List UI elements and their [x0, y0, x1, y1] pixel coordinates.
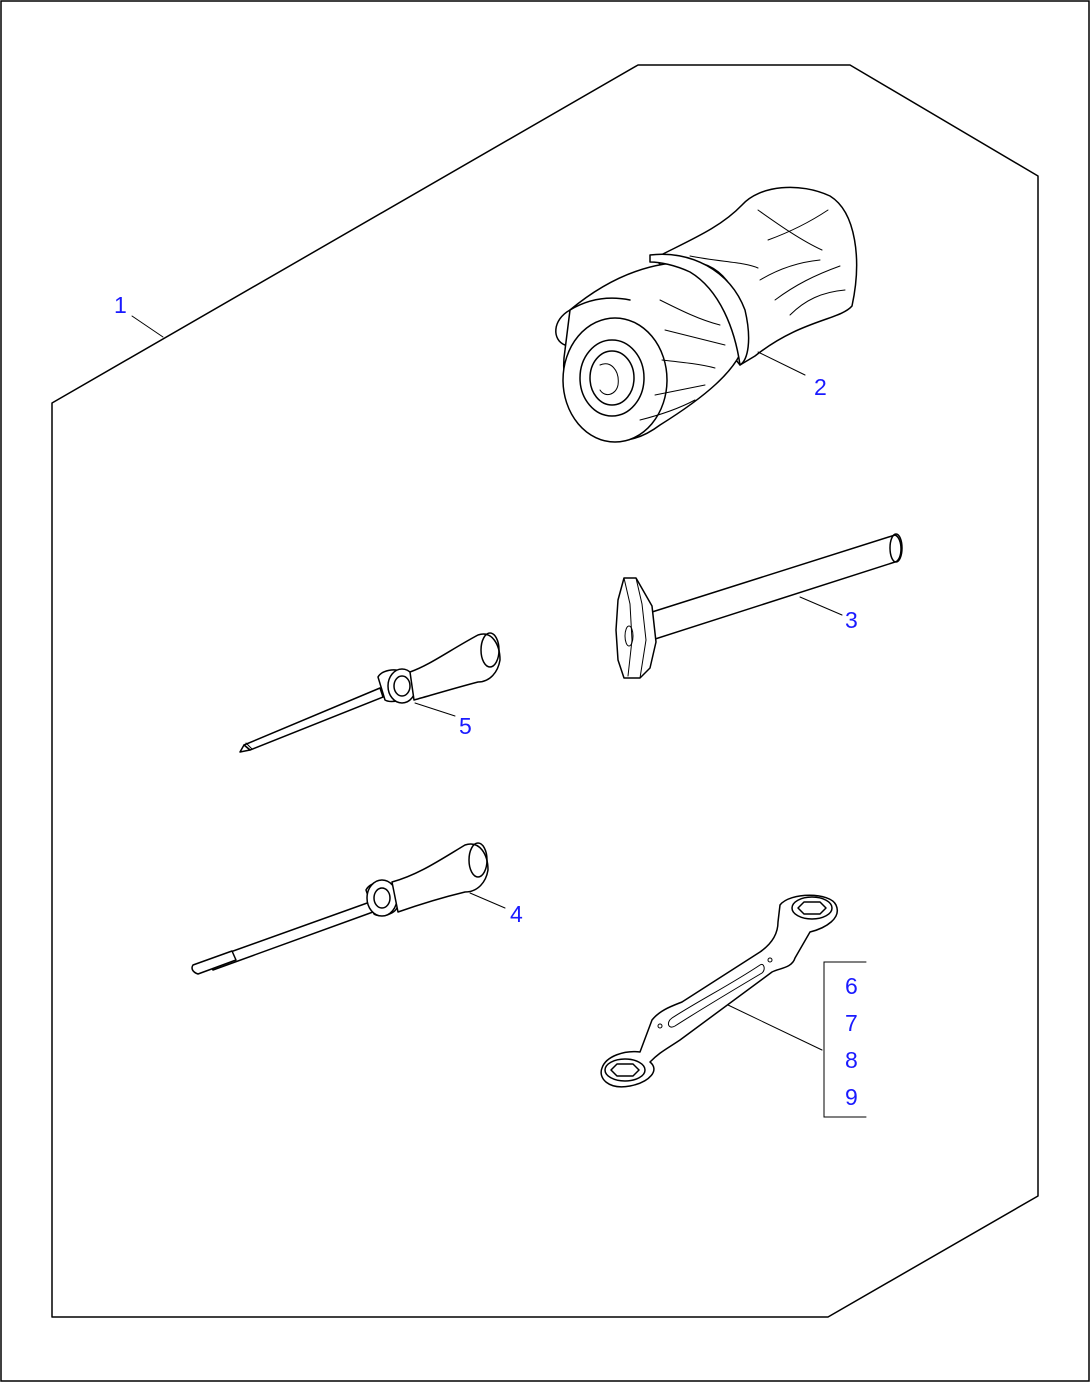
- callout-kit: 1: [114, 292, 127, 318]
- wrench-callout-bracket: [823, 961, 867, 1118]
- callout-hammer: 3: [845, 607, 858, 633]
- offset-wrench-illustration: [600, 894, 839, 1088]
- leader-wrench: [727, 1004, 823, 1051]
- callout-flat-screwdriver: 4: [510, 901, 523, 927]
- callout-wrench-8: 8: [845, 1047, 858, 1073]
- callout-wrench-9: 9: [845, 1084, 858, 1110]
- hammer-illustration: [615, 533, 903, 679]
- cross-screwdriver-illustration: [239, 632, 501, 753]
- flat-screwdriver-illustration: [191, 842, 489, 975]
- leader-cross-screwdriver: [414, 702, 456, 717]
- leader-flat-screwdriver: [469, 892, 506, 909]
- leader-kit: [131, 315, 164, 338]
- leader-hammer: [799, 596, 843, 616]
- callout-wrench-7: 7: [845, 1010, 858, 1036]
- callout-cross-screwdriver: 5: [459, 713, 472, 739]
- leader-tool-bag: [757, 351, 806, 376]
- callout-wrench-6: 6: [845, 973, 858, 999]
- kit-outline: [51, 64, 1039, 1318]
- tool-bag-illustration: [555, 186, 858, 443]
- callout-tool-bag: 2: [814, 374, 827, 400]
